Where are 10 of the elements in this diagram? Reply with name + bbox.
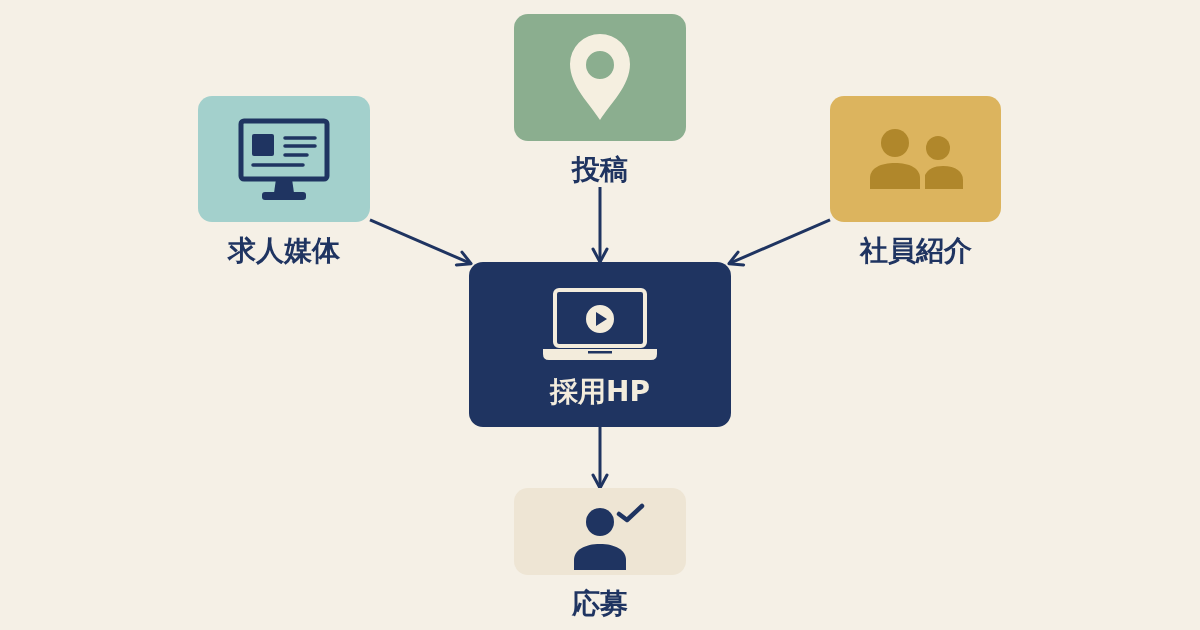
arrow [591,187,609,264]
node-label: 求人媒体 [228,234,340,268]
arrow [727,218,831,267]
node-label: 投稿 [572,153,628,187]
node-label: 社員紹介 [859,234,972,268]
node-label: 採用HP [550,375,650,409]
arrow [591,427,609,490]
node-label: 応募 [572,587,628,621]
hub-box [469,262,731,427]
arrow [369,218,473,267]
